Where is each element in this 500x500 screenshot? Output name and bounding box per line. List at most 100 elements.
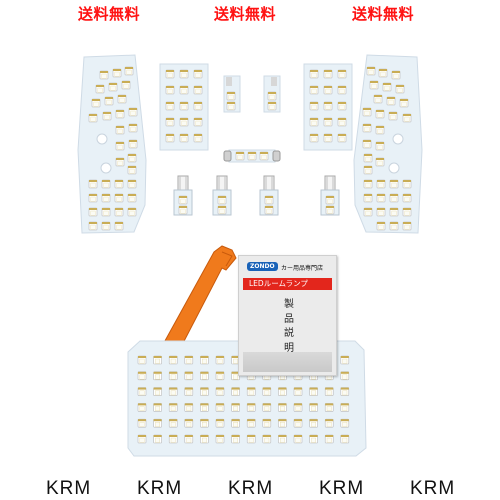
led-chip <box>179 117 189 127</box>
led-chip <box>375 157 385 167</box>
led-chip <box>231 402 241 412</box>
led-chip <box>325 205 335 215</box>
led-chip <box>128 107 138 117</box>
led-chip <box>362 107 372 117</box>
led-chip <box>391 70 401 80</box>
led-chip <box>193 85 203 95</box>
led-chip <box>402 179 412 189</box>
led-chip <box>178 195 188 205</box>
led-chip <box>389 179 399 189</box>
t10-bulb <box>259 175 279 216</box>
led-chip <box>309 133 319 143</box>
led-chip <box>324 387 334 397</box>
led-chip <box>117 94 127 104</box>
led-chip <box>137 418 147 428</box>
led-chip <box>325 195 335 205</box>
led-chip <box>388 111 398 121</box>
led-chip <box>153 418 163 428</box>
led-chip <box>264 205 274 215</box>
led-chip <box>184 355 194 365</box>
led-chip <box>165 117 175 127</box>
led-chip <box>215 371 225 381</box>
led-chip <box>324 418 334 428</box>
led-chip <box>246 402 256 412</box>
manual: ZONDO カー用品専門店 LEDルームランプ 製 品 説 明 書 <box>238 255 337 376</box>
led-chip <box>340 387 350 397</box>
led-chip <box>293 418 303 428</box>
led-chip <box>262 418 272 428</box>
led-chip <box>184 387 194 397</box>
led-chip <box>366 66 376 76</box>
led-chip <box>389 207 399 217</box>
led-chip <box>277 387 287 397</box>
watermark-label-4: KRM <box>319 478 365 499</box>
led-chip <box>127 207 137 217</box>
led-chip <box>153 387 163 397</box>
led-chip <box>127 165 137 175</box>
manual-title-line: 品 <box>284 313 294 325</box>
led-chip <box>115 157 125 167</box>
led-chip <box>402 221 412 231</box>
led-chip <box>246 418 256 428</box>
led-chip <box>375 141 385 151</box>
led-chip <box>363 153 373 163</box>
led-chip <box>340 371 350 381</box>
led-chip <box>193 101 203 111</box>
led-chip <box>309 117 319 127</box>
led-panel-right <box>353 54 423 234</box>
led-chip <box>363 165 373 175</box>
led-chip <box>246 434 256 444</box>
watermark-label-5: KRM <box>410 478 456 499</box>
led-chip <box>88 221 98 231</box>
led-chip <box>128 123 138 133</box>
led-panel-left <box>77 54 147 234</box>
led-chip <box>101 193 111 203</box>
led-chip <box>369 80 379 90</box>
free-shipping-label-1: 送料無料 <box>78 5 141 23</box>
led-chip <box>115 109 125 119</box>
led-panel-top-right <box>303 63 353 151</box>
led-chip <box>153 355 163 365</box>
led-chip <box>165 101 175 111</box>
led-chip <box>363 193 373 203</box>
led-chip <box>104 96 114 106</box>
led-chip <box>199 434 209 444</box>
led-chip <box>399 98 409 108</box>
led-chip <box>199 371 209 381</box>
led-chip <box>199 355 209 365</box>
led-chip <box>114 179 124 189</box>
led-chip <box>309 387 319 397</box>
led-chip <box>101 179 111 189</box>
led-chip <box>373 94 383 104</box>
led-chip <box>165 85 175 95</box>
led-chip <box>376 179 386 189</box>
led-chip <box>199 402 209 412</box>
led-chip <box>193 69 203 79</box>
led-chip <box>102 111 112 121</box>
led-chip <box>246 387 256 397</box>
led-chip <box>324 434 334 444</box>
led-bar-small-right <box>263 75 281 113</box>
led-chip <box>231 434 241 444</box>
led-chip <box>376 221 386 231</box>
led-chip <box>340 355 350 365</box>
led-chip <box>101 207 111 217</box>
led-chip <box>309 85 319 95</box>
led-chip <box>337 69 347 79</box>
led-chip <box>293 434 303 444</box>
led-chip <box>128 139 138 149</box>
led-chip <box>137 402 147 412</box>
led-chip <box>193 133 203 143</box>
led-chip <box>395 84 405 94</box>
led-chip <box>199 387 209 397</box>
led-chip <box>199 418 209 428</box>
led-chip <box>168 355 178 365</box>
led-chip <box>127 179 137 189</box>
manual-title-line: 説 <box>284 328 294 339</box>
led-chip <box>115 125 125 135</box>
led-chip <box>293 387 303 397</box>
led-chip <box>165 69 175 79</box>
manual-band-label: LEDルームランプ <box>243 278 332 290</box>
led-chip <box>215 434 225 444</box>
led-chip <box>376 207 386 217</box>
